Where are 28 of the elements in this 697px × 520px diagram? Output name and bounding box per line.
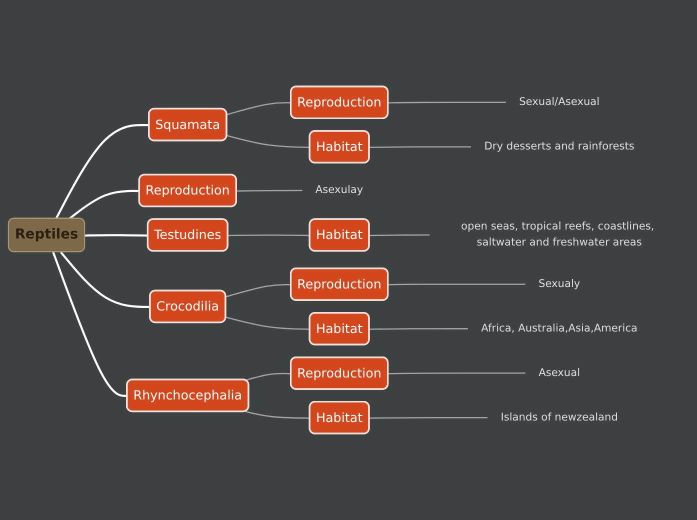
connector (52, 252, 128, 397)
node-text: open seas, tropical reefs, coastlines, saltwater and freshwater areas (461, 221, 654, 249)
connector (388, 102, 506, 104)
node-text: Africa, Australia,Asia,America (481, 322, 638, 335)
connector (55, 124, 150, 220)
connector (85, 234, 148, 237)
connector (226, 316, 310, 330)
connector (388, 284, 526, 286)
connector (370, 417, 488, 419)
connector (245, 410, 310, 419)
node-text: Sexual/Asexual (519, 96, 600, 108)
node-text: Islands of newzealand (500, 412, 618, 424)
connector (388, 372, 526, 374)
connector (370, 146, 472, 148)
connector (236, 190, 303, 192)
connector (226, 284, 292, 298)
connector (245, 372, 292, 381)
node-text: Dry desserts and rainforests (484, 141, 634, 153)
connector (228, 234, 310, 236)
node-text: Sexualy (538, 278, 580, 290)
connector (68, 190, 140, 220)
connector (226, 135, 310, 148)
connector (60, 252, 150, 308)
connector (226, 102, 292, 116)
connector (370, 328, 468, 330)
node-text: Asexulay (315, 184, 364, 196)
connector (370, 234, 430, 236)
node-text: Asexual (538, 367, 580, 379)
